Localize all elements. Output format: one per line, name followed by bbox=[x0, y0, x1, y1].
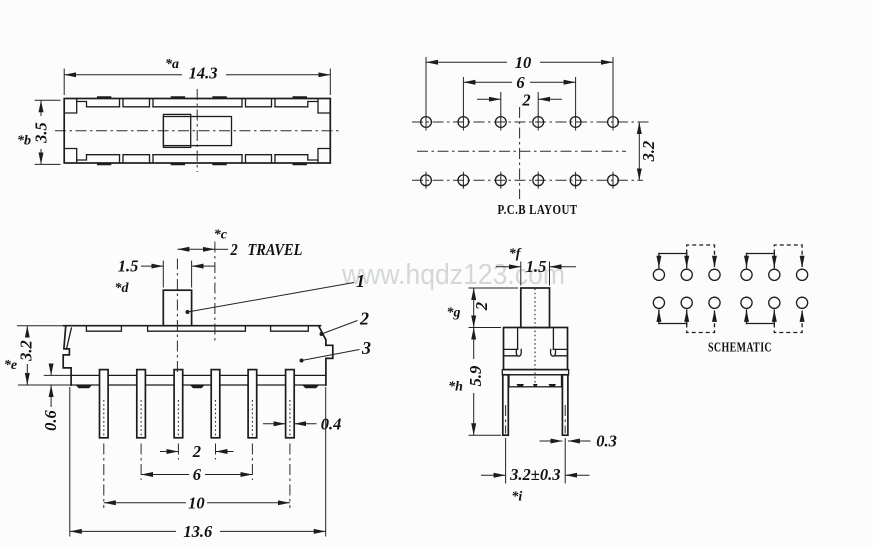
watermark-text: www.hqdz123.com bbox=[341, 259, 565, 291]
front-dim-width: 13.6 bbox=[183, 522, 213, 541]
front-dim-e-label: *e bbox=[4, 358, 17, 373]
front-dim-e-value: 3.2 bbox=[17, 340, 36, 362]
front-dim-span6: 6 bbox=[193, 465, 202, 484]
front-dim-standoff: 0.6 bbox=[41, 409, 60, 430]
pcb-dim-6: 6 bbox=[516, 73, 525, 92]
front-dim-d-label: *d bbox=[115, 281, 130, 296]
pcb-layout-title: P.C.B LAYOUT bbox=[498, 202, 578, 217]
schematic-title: SCHEMATIC bbox=[708, 340, 772, 355]
side-dim-g-label: *g bbox=[447, 306, 461, 321]
side-dim-spread: 3.2±0.3 bbox=[509, 465, 560, 484]
front-dim-travel: 2 TRAVEL bbox=[230, 240, 303, 259]
front-dim-pitch: 2 bbox=[192, 442, 201, 461]
pcb-layout-view: 10 6 2 3.2 P.C.B LAYOUT bbox=[412, 53, 658, 217]
side-dim-f-label: *f bbox=[509, 247, 522, 262]
pcb-holes bbox=[419, 113, 620, 189]
top-view-knob bbox=[162, 113, 192, 149]
top-view: *a 14.3 3.5 *b bbox=[17, 57, 339, 172]
top-view-body bbox=[63, 97, 332, 164]
top-dim-a-label: *a bbox=[165, 57, 179, 72]
front-callout-3: 3 bbox=[361, 338, 371, 358]
pcb-dim-2: 2 bbox=[521, 91, 530, 110]
schematic-view: SCHEMATIC bbox=[652, 244, 809, 355]
front-callout-2: 2 bbox=[359, 309, 369, 329]
front-dim-span10: 10 bbox=[188, 493, 205, 512]
front-dim-knob: 1.5 bbox=[118, 257, 139, 276]
side-dim-pin: 0.3 bbox=[596, 432, 617, 451]
side-dim-i-label: *i bbox=[511, 490, 522, 505]
top-dim-b-value: 3.5 bbox=[32, 122, 51, 144]
pcb-dim-32: 3.2 bbox=[639, 141, 658, 163]
front-dim-c-label: *c bbox=[214, 228, 228, 243]
pcb-dim-10: 10 bbox=[515, 53, 532, 72]
schematic-contacts bbox=[652, 268, 809, 310]
top-dim-b-label: *b bbox=[17, 134, 31, 149]
front-pins bbox=[98, 368, 296, 439]
top-dim-a-value: 14.3 bbox=[189, 64, 218, 83]
side-view: *f 1.5 2 *g 5.9 *h 0.3 3.2±0.3 *i bbox=[447, 247, 617, 505]
side-knob bbox=[519, 287, 551, 329]
side-dim-g-value: 2 bbox=[472, 302, 491, 311]
front-callouts: 1 2 3 bbox=[185, 271, 371, 363]
side-dim-knob: 1.5 bbox=[526, 257, 547, 276]
side-dim-h-label: *h bbox=[448, 380, 463, 395]
front-dim-pin: 0.4 bbox=[321, 415, 342, 434]
side-dim-h-value: 5.9 bbox=[466, 366, 485, 387]
front-knob bbox=[162, 289, 193, 327]
front-callout-1: 1 bbox=[356, 271, 365, 291]
front-view: 2 TRAVEL *c 1.5 *d 1 2 3 3.2 *e 0.6 bbox=[4, 228, 371, 542]
